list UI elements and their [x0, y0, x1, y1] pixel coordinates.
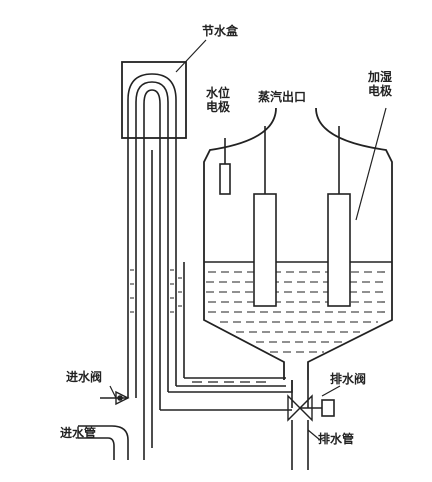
water-tray-box	[121, 61, 187, 139]
drain-valve	[287, 394, 335, 422]
heating-electrode-left	[253, 193, 277, 307]
u-tube-outer	[127, 73, 177, 150]
u-tube-core	[143, 89, 161, 150]
heating-electrode-right	[327, 193, 351, 307]
label-water-level-electrode: 水位 电极	[206, 86, 236, 114]
label-heating-electrode: 加湿 电极	[368, 70, 402, 98]
tank-water-hatch	[206, 271, 388, 353]
label-drain-valve: 排水阀	[330, 372, 367, 386]
pipe-water-hatch	[130, 269, 182, 313]
inlet-pipe-bend	[78, 437, 115, 460]
label-heating-electrode-text: 加湿 电极	[368, 70, 393, 98]
label-inlet-pipe: 进水管	[60, 426, 97, 440]
u-tube-inner	[135, 81, 169, 150]
leader-lines	[109, 39, 387, 441]
label-drain-pipe: 排水管	[318, 432, 355, 446]
inlet-pipe-bend	[78, 425, 129, 460]
water-level-electrode	[219, 163, 231, 195]
label-water-tray: 节水盒	[202, 24, 239, 38]
label-steam-outlet: 蒸汽出口	[258, 90, 307, 104]
tank-body	[203, 107, 393, 380]
label-water-level-electrode-text: 水位 电极	[206, 86, 231, 114]
label-inlet-valve: 进水阀	[66, 370, 103, 384]
